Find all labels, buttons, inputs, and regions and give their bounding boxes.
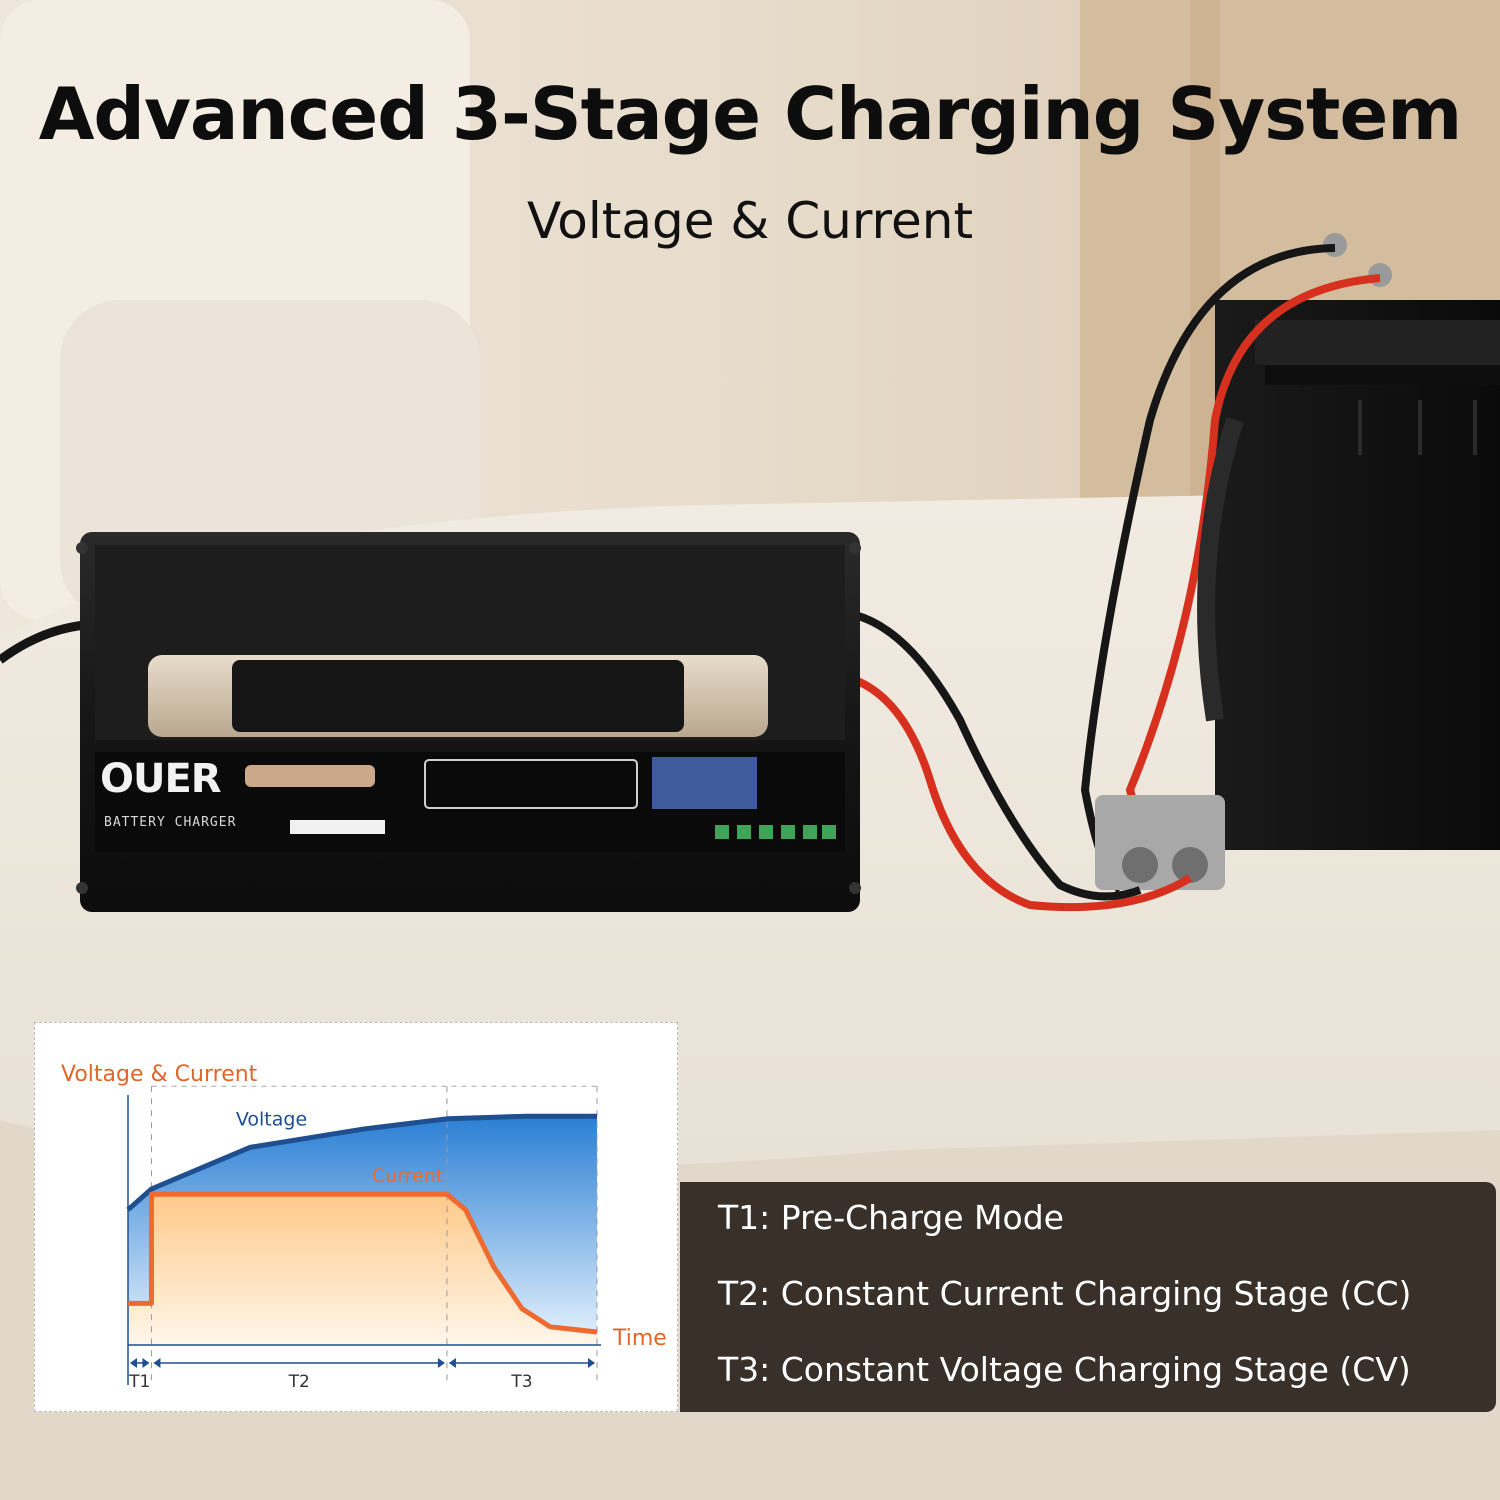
page-subtitle: Voltage & Current <box>526 192 974 250</box>
page-title: Advanced 3-Stage Charging System <box>38 72 1463 156</box>
phase-arrow-left-t2 <box>153 1358 161 1368</box>
battery <box>1215 233 1500 850</box>
phase-tick-label-t3: T3 <box>510 1372 532 1392</box>
current-series-label: Current <box>372 1165 443 1187</box>
phase-arrow-right-t1 <box>142 1358 150 1368</box>
current-area <box>128 1194 597 1345</box>
stage-item-t1: T1: Pre-Charge Mode <box>718 1198 1064 1237</box>
x-axis-label: Time <box>612 1326 667 1351</box>
phase-tick-label-t2: T2 <box>288 1372 310 1392</box>
phase-arrow-left-t1 <box>130 1358 137 1368</box>
charger-brand-logo: OUER <box>100 756 222 802</box>
charger-model-label: BATTERY CHARGER <box>104 815 237 830</box>
voltage-series-label: Voltage <box>236 1108 307 1130</box>
stage-legend-panel: T1: Pre-Charge Mode T2: Constant Current… <box>680 1182 1496 1412</box>
phase-arrow-right-t3 <box>588 1358 595 1368</box>
voltage-line <box>126 1113 597 1212</box>
battery-charger <box>76 532 861 912</box>
phase-arrow-left-t3 <box>448 1358 456 1368</box>
stage-item-t2: T2: Constant Current Charging Stage (CC) <box>718 1274 1412 1313</box>
phase-tick-label-t1: T1 <box>128 1372 150 1392</box>
stage-item-t3: T3: Constant Voltage Charging Stage (CV) <box>718 1350 1411 1389</box>
phase-arrow-right-t2 <box>437 1358 445 1368</box>
anderson-connector <box>1095 795 1225 890</box>
y-axis-label: Voltage & Current <box>61 1062 258 1087</box>
current-line <box>127 1191 598 1335</box>
